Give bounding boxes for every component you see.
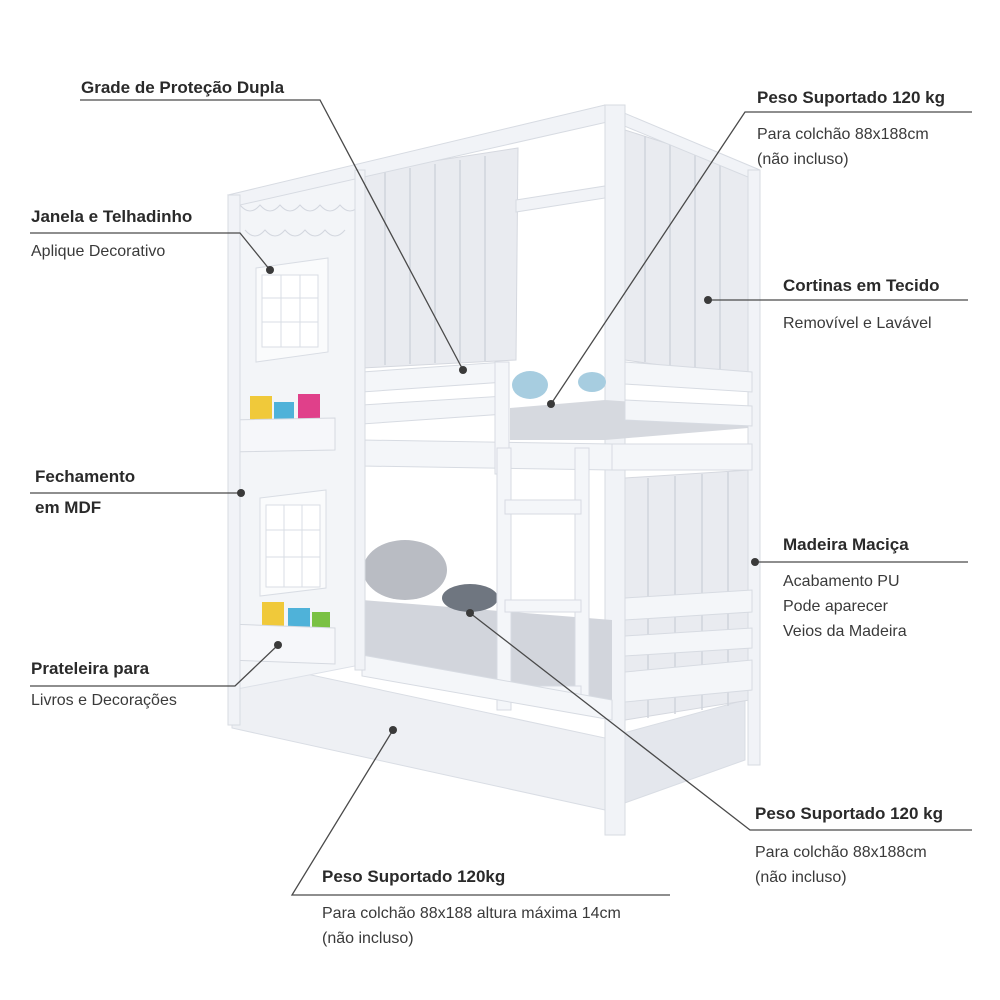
leader-peso-mid — [469, 612, 972, 831]
lower-guard-rails — [361, 589, 753, 721]
upper-shelf — [227, 394, 336, 453]
leader-janela — [30, 232, 271, 271]
lower-pillow-grey — [363, 540, 447, 600]
callout-madeira-desc: Acabamento PU Pode aparecer Veios da Mad… — [783, 573, 907, 640]
lower-window — [259, 489, 327, 597]
upper-guard-rails — [361, 361, 753, 475]
callout-peso-mid-title: Peso Suportado 120 kg — [755, 804, 943, 823]
callout-fechamento-title-2: em MDF — [35, 498, 102, 517]
roof-scallops — [239, 204, 361, 237]
callout-peso-mid-desc: Para colchão 88x188cm (não incluso) — [755, 844, 927, 886]
callout-peso-bottom-desc: Para colchão 88x188 altura máxima 14cm (… — [322, 905, 621, 947]
lower-pillow-dark — [442, 584, 498, 612]
callout-cortinas-title: Cortinas em Tecido — [783, 276, 940, 295]
upper-toy — [512, 371, 548, 399]
leader-lines — [30, 99, 972, 896]
callout-janela-desc: Aplique Decorativo — [31, 243, 166, 260]
callout-peso-bottom-title: Peso Suportado 120kg — [322, 867, 506, 886]
callout-prateleira-desc: Livros e Decorações — [31, 692, 177, 709]
callout-madeira-title: Madeira Maciça — [783, 535, 909, 554]
callout-prateleira-title: Prateleira para — [31, 659, 150, 678]
callout-janela-title: Janela e Telhadinho — [31, 207, 193, 226]
callout-peso-top-title: Peso Suportado 120 kg — [757, 88, 945, 107]
curtain-folds-upper — [384, 136, 721, 374]
callout-fechamento-title-1: Fechamento — [35, 467, 136, 486]
callout-peso-top-desc: Para colchão 88x188cm (não incluso) — [757, 126, 929, 168]
callout-cortinas-desc: Removível e Lavável — [783, 315, 932, 332]
leader-grade — [80, 99, 464, 371]
upper-window — [255, 257, 329, 363]
leader-dots — [237, 266, 759, 734]
leader-peso-top — [550, 111, 972, 405]
curtains-upper — [361, 129, 751, 379]
callout-grade-title: Grade de Proteção Dupla — [81, 78, 285, 97]
leader-peso-bottom — [290, 729, 670, 896]
leader-prateleira — [30, 644, 279, 687]
left-posts — [227, 169, 366, 726]
